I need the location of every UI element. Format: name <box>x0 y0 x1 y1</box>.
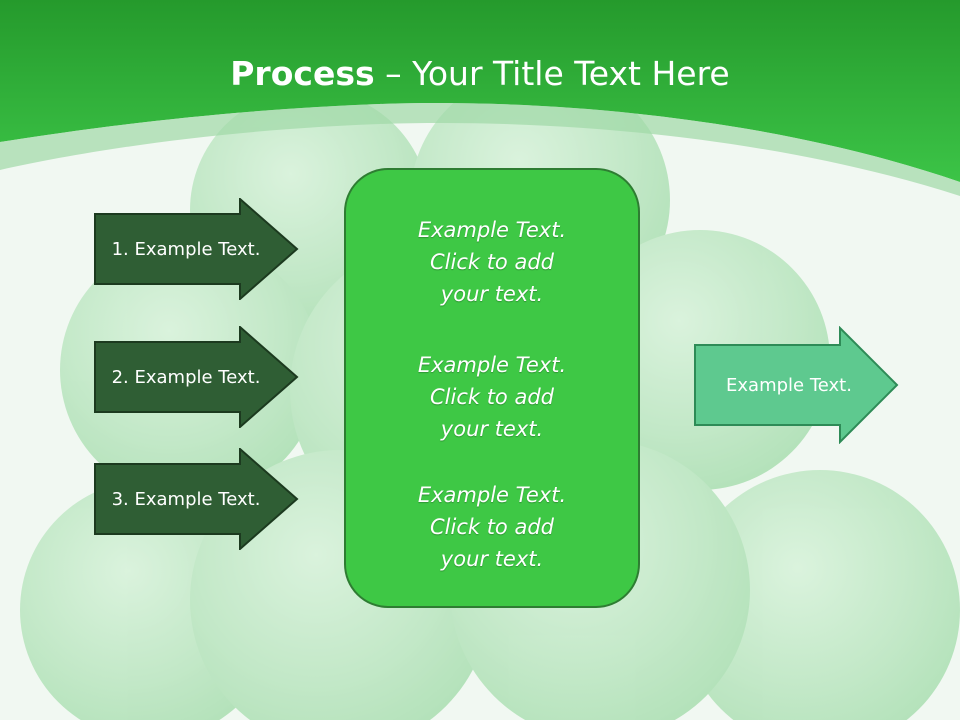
title-rest: – Your Title Text Here <box>374 54 730 93</box>
title-bold: Process <box>230 54 375 93</box>
header-banner <box>0 0 960 182</box>
arrow-shape-icon <box>94 448 299 550</box>
step-arrow-1[interactable]: 1. Example Text. <box>94 198 300 300</box>
center-paragraph-1: Example Text. Click to add your text. <box>417 218 567 306</box>
output-label: Example Text. <box>726 374 852 396</box>
center-process-box[interactable]: Example Text. Click to add your text. Ex… <box>344 168 640 608</box>
slide-title: Process – Your Title Text Here <box>0 52 960 96</box>
step-arrow-2[interactable]: 2. Example Text. <box>94 326 300 428</box>
center-paragraph-2: Example Text. Click to add your text. <box>417 353 567 441</box>
header-swoosh <box>0 103 960 196</box>
step-label-2: 2. Example Text. <box>111 366 261 388</box>
center-paragraph-3: Example Text. Click to add your text. <box>417 483 567 571</box>
arrow-shape-icon <box>94 198 299 300</box>
arrow-shape-icon <box>694 326 899 444</box>
output-arrow[interactable]: Example Text. <box>694 326 900 444</box>
step-label-3: 3. Example Text. <box>111 488 261 510</box>
step-arrow-3[interactable]: 3. Example Text. <box>94 448 300 550</box>
arrow-shape-icon <box>94 326 299 428</box>
step-label-1: 1. Example Text. <box>111 238 261 260</box>
